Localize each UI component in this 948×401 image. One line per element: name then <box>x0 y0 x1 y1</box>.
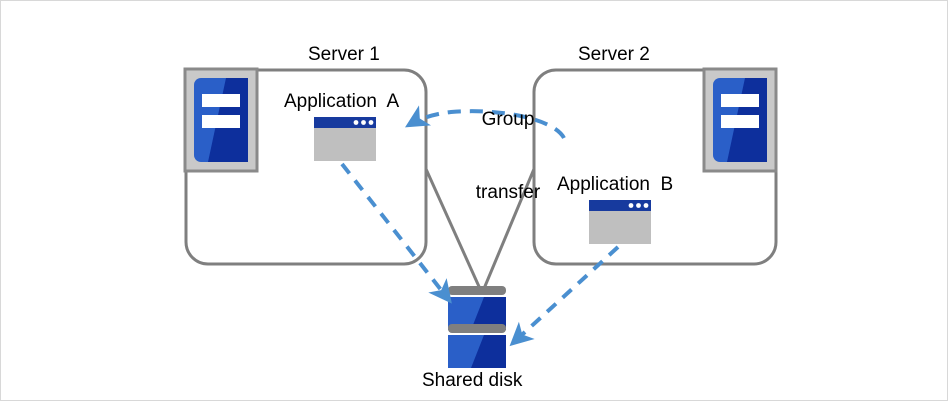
application-a-label: Application A <box>284 91 400 112</box>
application-b-label: Application B <box>557 174 674 195</box>
app-a-window-titlebar <box>314 117 376 128</box>
group-transfer-label-line-1: Group <box>481 108 535 130</box>
disk-top-bar-2 <box>448 324 506 333</box>
server-1-label: Server 1 <box>308 44 380 65</box>
server-2-label: Server 2 <box>578 44 650 65</box>
app-b-window-dot-2 <box>636 203 641 208</box>
application-window-icon-a[interactable] <box>314 117 376 161</box>
server-icon-1[interactable] <box>183 67 259 173</box>
shared-disk-label: Shared disk <box>422 370 523 391</box>
disk-stack-icon[interactable] <box>448 286 506 368</box>
server-icon-2[interactable] <box>702 67 778 173</box>
app-a-to-disk-arrow <box>340 162 452 304</box>
app-a-to-disk-path <box>340 162 452 304</box>
app-a-window-dot-2 <box>361 120 366 125</box>
app-b-window-dot-1 <box>628 203 634 208</box>
disk-platter-1-shade <box>471 297 506 330</box>
server-icon-1-bar-top <box>202 94 240 107</box>
server-icon-2-bar-top <box>721 94 759 107</box>
app-a-window-dot-3 <box>368 120 374 125</box>
app-b-window-titlebar <box>589 200 651 211</box>
connector-server1-disk <box>424 168 483 292</box>
app-b-to-disk-arrow <box>509 245 620 347</box>
application-window-icon-b[interactable] <box>589 200 651 244</box>
server-icon-2-bar-bottom <box>721 115 759 128</box>
server-icon-1-bar-bottom <box>202 115 240 128</box>
connector-lines <box>424 168 536 292</box>
group-transfer-label: Group transfer <box>453 59 563 254</box>
app-a-window-dot-1 <box>353 120 359 125</box>
group-transfer-label-line-2: transfer <box>475 181 541 203</box>
app-b-to-disk-path <box>509 245 620 347</box>
app-b-window-dot-3 <box>643 203 649 208</box>
disk-top-bar-1 <box>448 286 506 295</box>
connector-server2-disk <box>481 168 536 292</box>
disk-platter-2-shade <box>471 335 506 368</box>
